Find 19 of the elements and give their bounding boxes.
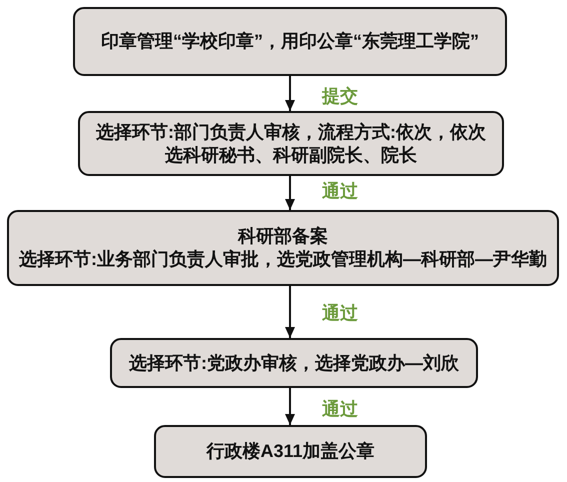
arrow [285, 388, 295, 425]
edge-label: 通过 [320, 302, 360, 324]
arrow [285, 286, 295, 338]
process-box [110, 338, 478, 388]
process-box [154, 425, 427, 478]
step-title: 科研部备案 [238, 225, 328, 248]
step-text: 选择环节:业务部门负责人审批，选党政管理机构—科研部—尹华勤 [19, 248, 547, 271]
step-text: 选择环节:部门负责人审核，流程方式:依次，依次选科研秘书、科研副院长、院长 [95, 120, 487, 166]
process-box [78, 111, 504, 176]
edge-label: 提交 [320, 85, 360, 107]
edge-label: 通过 [320, 398, 360, 420]
step-text: 行政楼A311加盖公章 [206, 440, 375, 463]
process-box [73, 7, 507, 76]
step-text: 印章管理“学校印章”，用印公章“东莞理工学院” [101, 30, 479, 53]
process-box [7, 210, 559, 286]
step-text: 选择环节:党政办审核，选择党政办—刘欣 [129, 352, 459, 374]
arrow [285, 176, 295, 210]
arrow [285, 76, 295, 111]
edge-label: 通过 [320, 180, 360, 202]
